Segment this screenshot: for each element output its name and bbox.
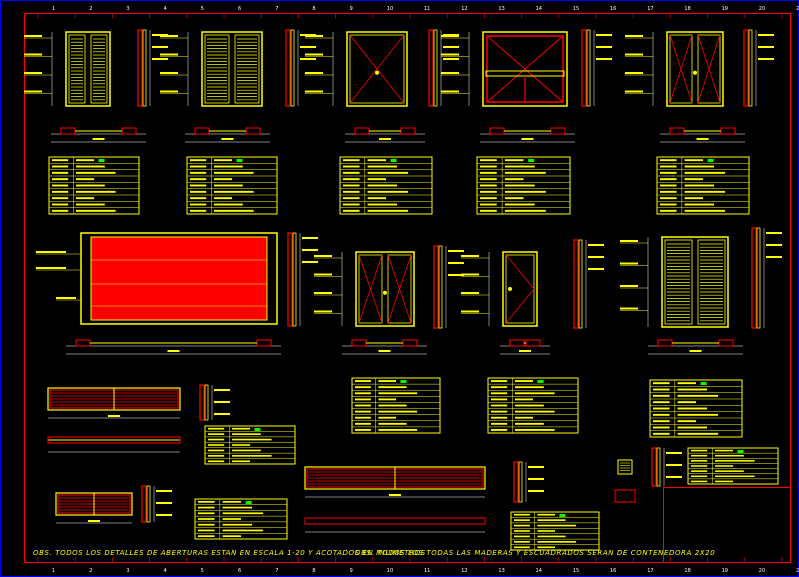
- slat-strip-2: [304, 517, 486, 533]
- plan-detail-3: [345, 127, 425, 143]
- material-schedule-8: [649, 379, 743, 438]
- border-tick-label-bottom: 12: [461, 568, 467, 574]
- border-tick-label-top: 4: [164, 6, 167, 12]
- border-tick-label-bottom: 10: [387, 568, 393, 574]
- material-schedule-4: [476, 156, 571, 215]
- border-tick-label-bottom: 2: [89, 568, 92, 574]
- plan-detail-7: [342, 339, 427, 355]
- slat-panel-2: [55, 492, 133, 524]
- border-tick-label-top: 10: [387, 6, 393, 12]
- border-tick-label-bottom: 13: [498, 568, 504, 574]
- border-tick-label-bottom: 11: [424, 568, 430, 574]
- panel-section-profile: [287, 232, 318, 327]
- border-tick-label-bottom: 16: [610, 568, 616, 574]
- louver-detail-small: [614, 459, 636, 503]
- door-section-profile-2: [285, 29, 316, 107]
- window-elevation-frame-red: [441, 31, 568, 107]
- louver-door-elevation-1: [24, 31, 111, 107]
- border-tick-label-top: 13: [498, 6, 504, 12]
- border-tick-label-top: 20: [759, 6, 765, 12]
- border-tick-label-bottom: 3: [126, 568, 129, 574]
- plan-detail-2: [185, 127, 270, 143]
- border-tick-label-top: 1: [52, 6, 55, 12]
- glazed-door-elevation-1: [305, 31, 408, 107]
- material-schedule-12: [687, 447, 779, 485]
- material-schedule-3: [339, 156, 433, 215]
- slat-section-profile-4: [651, 447, 682, 487]
- border-tick-label-bottom: 18: [684, 568, 690, 574]
- material-schedule-5: [656, 156, 750, 215]
- slat-strip-1: [47, 436, 181, 453]
- louver-door-elevation-2: [160, 31, 263, 107]
- border-tick-label-top: 3: [126, 6, 129, 12]
- louver-door-elevation-3: [620, 236, 729, 328]
- material-schedule-7: [487, 377, 579, 434]
- border-tick-label-top: 21: [796, 6, 799, 12]
- door-section-profile-1: [137, 29, 168, 107]
- plan-detail-8: [500, 339, 550, 355]
- border-tick-label-top: 11: [424, 6, 430, 12]
- door-section-profile-4: [743, 29, 774, 107]
- border-tick-label-top: 14: [536, 6, 542, 12]
- plan-detail-9: [648, 339, 743, 355]
- border-tick-label-bottom: 7: [275, 568, 278, 574]
- border-tick-label-top: 17: [647, 6, 653, 12]
- window-section-profile: [581, 29, 612, 107]
- border-tick-label-top: 19: [722, 6, 728, 12]
- glazed-door-elevation-2: [625, 31, 724, 107]
- border-tick-label-top: 9: [350, 6, 353, 12]
- material-schedule-6: [351, 377, 441, 434]
- door-section-profile-6: [573, 239, 604, 329]
- plan-detail-6: [66, 339, 281, 355]
- border-tick-label-bottom: 21: [796, 568, 799, 574]
- slat-section-profile-2: [141, 485, 172, 523]
- border-tick-label-top: 5: [201, 6, 204, 12]
- garage-panel-elevation: [36, 232, 278, 325]
- plan-detail-4: [480, 127, 575, 143]
- border-tick-label-top: 6: [238, 6, 241, 12]
- border-tick-label-bottom: 9: [350, 568, 353, 574]
- border-tick-label-top: 2: [89, 6, 92, 12]
- slat-panel-1: [47, 387, 181, 419]
- door-section-profile-7: [751, 227, 782, 329]
- border-tick-label-top: 16: [610, 6, 616, 12]
- material-schedule-9: [204, 425, 296, 465]
- border-tick-label-top: 7: [275, 6, 278, 12]
- border-tick-label-bottom: 20: [759, 568, 765, 574]
- plan-detail-5: [660, 127, 745, 143]
- border-tick-label-bottom: 15: [573, 568, 579, 574]
- material-schedule-1: [48, 156, 140, 215]
- border-tick-label-top: 12: [461, 6, 467, 12]
- door-section-profile-3: [428, 29, 459, 107]
- border-tick-label-bottom: 14: [536, 568, 542, 574]
- border-tick-label-bottom: 6: [238, 568, 241, 574]
- glazed-door-elevation-3: [314, 251, 415, 327]
- border-tick-label-bottom: 4: [164, 568, 167, 574]
- border-tick-label-bottom: 8: [312, 568, 315, 574]
- material-schedule-11: [510, 511, 600, 551]
- material-schedule-10: [194, 498, 288, 540]
- border-tick-label-top: 15: [573, 6, 579, 12]
- material-schedule-2: [186, 156, 278, 215]
- material-note: OBS. TODOS LOS TODAS LAS MADERAS Y ESCUA…: [355, 549, 716, 557]
- border-tick-label-bottom: 1: [52, 568, 55, 574]
- border-tick-label-bottom: 5: [201, 568, 204, 574]
- slat-panel-3: [304, 466, 486, 498]
- border-tick-label-top: 8: [312, 6, 315, 12]
- plan-detail-1: [51, 127, 146, 143]
- door-section-profile-5: [433, 245, 464, 329]
- slat-section-profile-3: [513, 461, 544, 503]
- single-door-elevation: [461, 251, 538, 327]
- border-tick-label-bottom: 19: [722, 568, 728, 574]
- slat-section-profile-1: [199, 384, 230, 421]
- border-tick-label-top: 18: [684, 6, 690, 12]
- scale-note: OBS. TODOS LOS DETALLES DE ABERTURAS EST…: [33, 549, 426, 557]
- border-tick-label-bottom: 17: [647, 568, 653, 574]
